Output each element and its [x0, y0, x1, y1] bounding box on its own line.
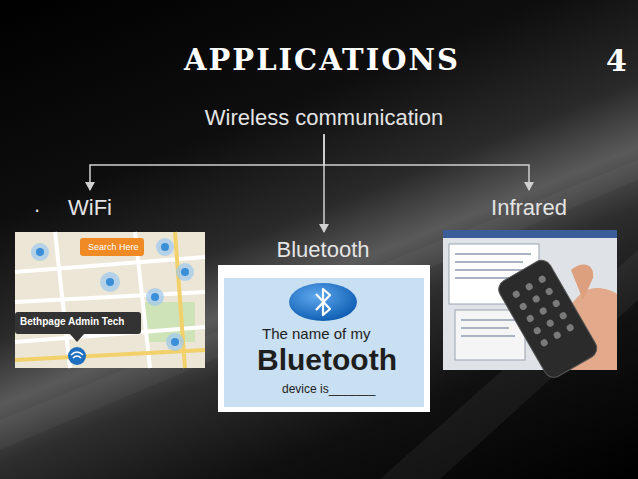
location-callout — [15, 312, 141, 334]
wifi-icon — [71, 352, 83, 358]
tree-connector — [324, 134, 529, 190]
map — [15, 232, 205, 368]
slide-number: 4 — [606, 44, 627, 79]
bluetooth-logo — [289, 283, 357, 321]
screen-bar — [443, 230, 617, 238]
remote-photo — [443, 230, 617, 381]
map-ground — [15, 232, 205, 368]
search-button — [80, 238, 144, 256]
node-text: Wireless communication — [205, 105, 443, 130]
image-caption: device is_______ — [282, 383, 375, 397]
location-callout-text: Bethpage Admin Tech — [20, 316, 124, 328]
wifi-pin — [68, 347, 86, 365]
thumb — [571, 264, 593, 300]
root-heading: Wireless communication — [202, 104, 446, 131]
branch-heading: Infrared — [488, 194, 570, 221]
remote-body — [495, 257, 600, 381]
node-text: Bluetooth — [277, 237, 370, 262]
tree-connector — [90, 134, 324, 190]
branch-heading: Bluetooth — [274, 236, 373, 263]
wifi-spots — [31, 238, 194, 351]
image-panel — [224, 278, 424, 407]
bluetooth-rune — [316, 289, 330, 315]
light-streak — [0, 160, 638, 450]
image-heading: Bluetooth — [257, 343, 397, 378]
search-button-text: Search Here — [88, 242, 139, 252]
slide-title: APPLICATIONS — [184, 44, 460, 77]
map-road — [15, 232, 205, 368]
callout-pointer — [70, 334, 84, 342]
node-text: Infrared — [491, 195, 567, 220]
image-frame — [218, 265, 430, 412]
bullet-dot: . — [34, 192, 40, 217]
node-text: WiFi — [68, 195, 112, 220]
branch-heading: WiFi — [65, 194, 115, 221]
image-caption: The name of my — [262, 325, 370, 342]
map-main-road — [15, 232, 205, 368]
